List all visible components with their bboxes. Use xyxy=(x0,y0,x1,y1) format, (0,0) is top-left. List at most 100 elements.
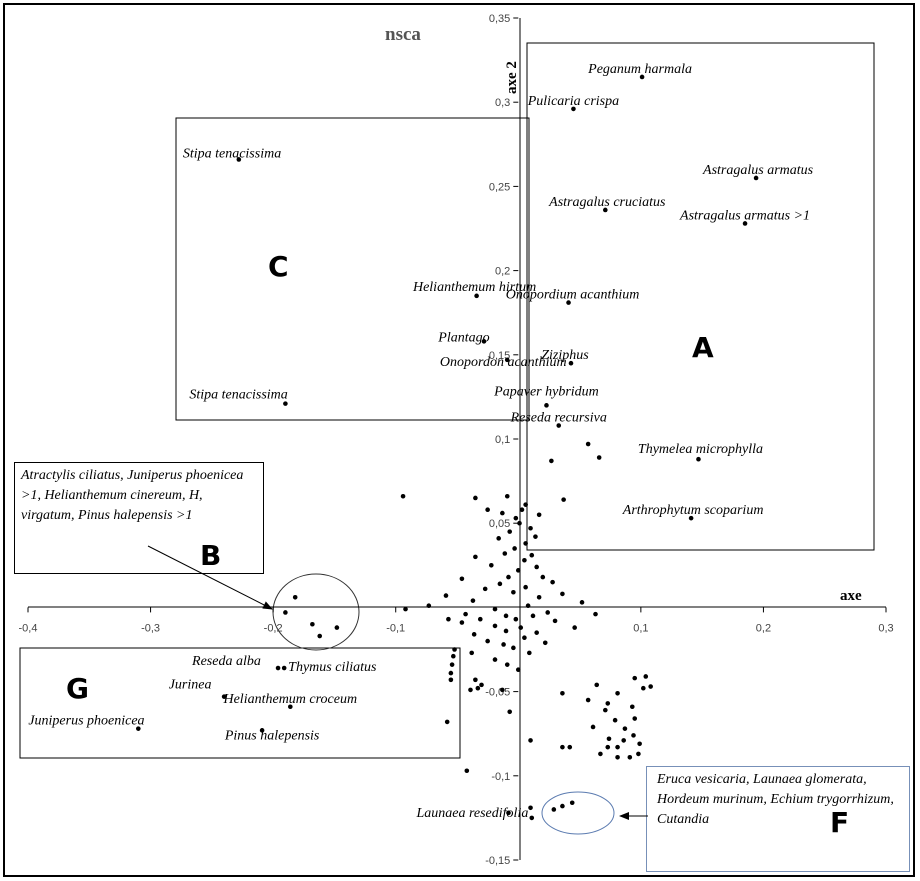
group-f-letter: F xyxy=(830,806,849,839)
scatter-point xyxy=(451,653,456,659)
scatter-point xyxy=(469,650,475,656)
point-label: Onopordon acanthium xyxy=(440,355,567,370)
scatter-point xyxy=(468,687,473,693)
scatter-point xyxy=(515,568,521,573)
y-tick-label: -0,05 xyxy=(485,687,510,699)
scatter-point xyxy=(605,701,611,706)
scatter-point xyxy=(636,751,641,757)
scatter-point xyxy=(627,754,633,760)
scatter-point xyxy=(479,682,484,688)
x-tick-label: 0,2 xyxy=(756,622,771,634)
scatter-point xyxy=(523,502,528,507)
labeled-point xyxy=(281,665,287,671)
group-b-letter: B xyxy=(200,539,221,572)
scatter-point xyxy=(475,685,481,691)
scatter-point xyxy=(522,635,527,641)
scatter-point xyxy=(426,603,432,609)
scatter-point xyxy=(594,682,600,688)
group-b-species: Atractylis ciliatus, Juniperus phoenicea… xyxy=(21,468,244,523)
scatter-point xyxy=(464,768,470,774)
labeled-point xyxy=(544,403,549,408)
point-label: Thymelea microphylla xyxy=(638,442,763,457)
scatter-point xyxy=(517,520,522,526)
scatter-point xyxy=(621,738,626,743)
scatter-point xyxy=(506,574,511,580)
scatter-point xyxy=(317,633,323,639)
scatter-point xyxy=(443,593,449,598)
labeled-point xyxy=(221,694,227,699)
scatter-point xyxy=(606,736,612,742)
scatter-point xyxy=(527,650,532,656)
scatter-point xyxy=(560,591,565,597)
scatter-point xyxy=(444,719,450,725)
y-tick-label: 0,2 xyxy=(495,266,510,278)
scatter-point xyxy=(449,662,455,667)
group-a-letter: A xyxy=(692,331,714,364)
point-label: Papaver hybridum xyxy=(493,384,599,399)
scatter-point xyxy=(567,744,573,750)
group-b-callout: Atractylis ciliatus, Juniperus phoenicea… xyxy=(14,462,264,574)
scatter-point xyxy=(473,495,478,501)
scatter-point xyxy=(545,610,551,615)
scatter-point xyxy=(615,754,620,760)
scatter-point xyxy=(593,611,598,617)
point-label: Peganum harmala xyxy=(587,62,692,77)
scatter-point xyxy=(511,645,516,651)
scatter-point xyxy=(528,805,533,811)
point-label: Ziziphus xyxy=(541,348,589,363)
labeled-point xyxy=(236,157,242,162)
point-label: Reseda alba xyxy=(191,654,261,669)
y-tick-label: 0,1 xyxy=(495,434,510,446)
scatter-point xyxy=(501,642,506,647)
labeled-point xyxy=(688,515,694,521)
scatter-point xyxy=(448,677,454,683)
scatter-point xyxy=(525,603,531,609)
x-tick-label: 0,3 xyxy=(878,622,893,634)
x-tick-label: -0,3 xyxy=(141,622,160,634)
point-label: Stipa tenacissima xyxy=(189,388,287,403)
scatter-point xyxy=(513,616,519,622)
y-tick-label: -0,1 xyxy=(491,771,510,783)
scatter-point xyxy=(585,441,591,447)
scatter-point xyxy=(459,576,465,582)
chart-title: nsca xyxy=(385,24,421,45)
scatter-point xyxy=(632,716,638,721)
scatter-point xyxy=(596,455,602,460)
figure-frame xyxy=(3,3,915,877)
labeled-point xyxy=(283,401,288,406)
scatter-point xyxy=(615,690,620,696)
scatter-point xyxy=(540,574,546,580)
labeled-point xyxy=(566,300,571,305)
point-label: Pulicaria crispa xyxy=(527,94,619,109)
scatter-point xyxy=(503,613,509,619)
point-label: Astragalus cruciatus xyxy=(548,195,666,210)
scatter-point xyxy=(403,606,408,612)
scatter-point xyxy=(511,589,516,595)
labeled-point xyxy=(556,423,562,428)
scatter-point xyxy=(502,551,508,556)
point-label: Juniperus phoenicea xyxy=(28,714,144,729)
scatter-point xyxy=(528,525,533,531)
scatter-point xyxy=(551,807,557,812)
point-label: Plantago xyxy=(437,330,489,345)
scatter-point xyxy=(603,707,608,713)
group-f-species: Eruca vesicaria, Launaea glomerata, Hord… xyxy=(657,772,894,827)
scatter-point xyxy=(643,674,649,679)
scatter-point xyxy=(471,632,477,637)
group-g-box xyxy=(19,647,461,759)
point-label: Jurinea xyxy=(169,678,212,693)
scatter-point xyxy=(503,628,509,634)
point-label: Helianthemum croceum xyxy=(222,692,357,707)
labeled-point xyxy=(571,106,576,112)
scatter-point xyxy=(463,611,468,617)
point-label: Reseda recursiva xyxy=(510,411,607,426)
scatter-point xyxy=(492,623,498,629)
scatter-point xyxy=(561,497,566,502)
scatter-point xyxy=(485,638,490,644)
y-tick-label: 0,15 xyxy=(489,350,510,362)
scatter-point xyxy=(530,613,536,619)
scatter-point xyxy=(534,564,539,570)
scatter-point xyxy=(534,630,539,635)
scatter-point xyxy=(622,726,628,731)
